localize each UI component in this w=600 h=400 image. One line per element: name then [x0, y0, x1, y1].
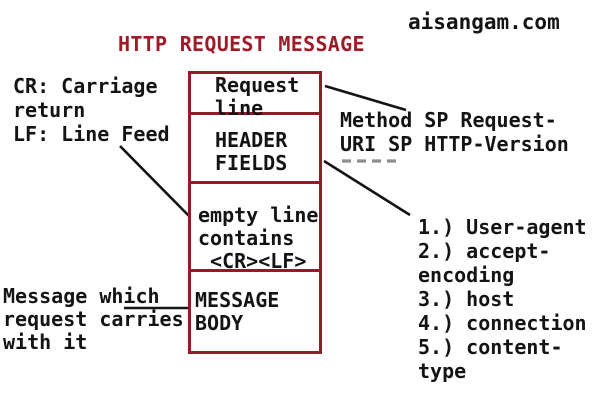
connector-lf-to-emptyline: [119, 145, 190, 217]
diagram-title: HTTP REQUEST MESSAGE: [118, 32, 365, 56]
header-field-item-host: 3.) host: [418, 287, 515, 311]
header-fields-cell: HEADER FIELDS: [191, 115, 319, 184]
http-message-box: Request line HEADER FIELDS empty line co…: [188, 71, 322, 354]
connector-requestline-to-format: [324, 84, 407, 112]
request-line-format-note: Method SP Request- URI SP HTTP-Version: [340, 108, 569, 156]
header-field-item-connection: 4.) connection: [418, 311, 587, 335]
empty-line-cell: empty line contains <CR><LF>: [191, 184, 319, 273]
cr-lf-definition-note: CR: Carriage return LF: Line Feed: [13, 74, 170, 146]
watermark-text: aisangam.com: [408, 10, 560, 34]
request-line-cell: Request line: [191, 74, 319, 120]
message-body-cell: MESSAGE BODY: [195, 288, 280, 335]
header-field-item-user-agent: 1.) User-agent: [418, 215, 587, 239]
header-field-item-accept-encoding: 2.) accept- encoding: [418, 239, 551, 287]
connector-headerfields-to-list: [323, 159, 411, 217]
header-fields-list: 1.) User-agent 2.) accept- encoding 3.) …: [418, 215, 587, 383]
message-body-note: Message which request carries with it: [3, 284, 184, 354]
header-field-item-content-type: 5.) content- type: [418, 335, 563, 383]
